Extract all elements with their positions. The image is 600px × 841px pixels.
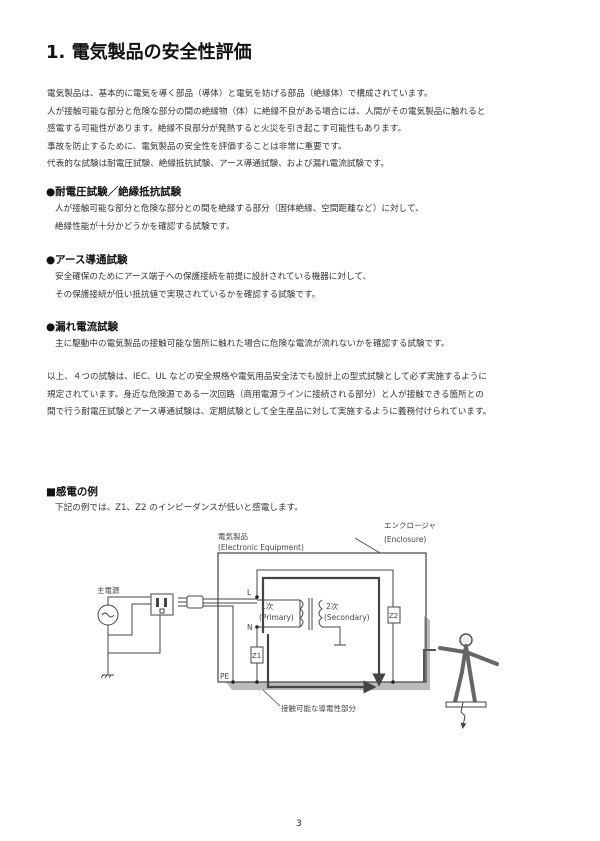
intro-paragraph: 電気製品は、基本的に電気を導く部品（導体）と電気を妨げる部品（絶縁体）で構成され… (47, 86, 485, 174)
body-line: 人が接触可能な部分と危険な部分との間を絶縁する部分（固体絶縁、空間距離など）に対… (55, 204, 424, 214)
example-heading: ■感電の例 (46, 486, 98, 498)
secondary-label: 2次 (326, 601, 339, 611)
summary-line: 間で行う耐電圧試験とアース導通試験は、定期試験として全生産品に対して実施するよう… (47, 407, 492, 417)
z1-label: Z1 (252, 652, 261, 660)
enclosure-label-en: (Enclosure) (384, 535, 426, 544)
equipment-label-en: (Electronic Equipment) (218, 543, 304, 552)
primary-label: 1次 (261, 601, 274, 611)
enclosure-box (217, 552, 427, 683)
intro-line: 事故を防止するために、電気製品の安全性を評価することは非常に重要です。 (47, 141, 347, 152)
accessible-part-label: 接触可能な導電性部分 (281, 703, 356, 713)
equipment-label: 電気製品 (218, 531, 248, 541)
intro-line: 人が接触可能な部分と危険な部分の間の絶縁物（体）に絶縁不良がある場合には、人間が… (47, 106, 486, 117)
intro-line: 電気製品は、基本的に電気を導く部品（導体）と電気を妨げる部品（絶縁体）で構成され… (47, 89, 433, 99)
current-path-arrow (266, 634, 377, 694)
intro-line: 感電する可能性があります。絶縁不良部分が発熱すると火災を引き起こす可能性もありま… (47, 124, 407, 134)
intro-line: 代表的な試験は耐電圧試験、絶縁抵抗試験、アース導通試験、および漏れ電流試験です。 (47, 159, 389, 169)
section-heading: ●耐電圧試験／絶縁抵抗試験 (46, 186, 182, 198)
section-heading: ●漏れ電流試験 (46, 321, 119, 333)
outlet-icon (150, 593, 174, 616)
z2-label: Z2 (389, 612, 398, 620)
page-title: 1. 電気製品の安全性評価 (46, 42, 252, 63)
section-heading: ●アース導通試験 (46, 254, 128, 266)
person-icon (438, 633, 499, 704)
section-body: 人が接触可能な部分と危険な部分との間を絶縁する部分（固体絶縁、空間距離など）に対… (55, 201, 424, 236)
body-line: 主に駆動中の電気製品の接触可能な箇所に触れた場合に危険な電流が流れないかを確認す… (55, 339, 450, 349)
enclosure-label: エンクロージャ (384, 521, 436, 530)
mains-label: 主電源 (97, 585, 120, 595)
summary-paragraph: 以上、４つの試験は、IEC、UL などの安全規格や電気用品安全法でも設計上の型式… (47, 369, 491, 422)
example-text: 下記の例では、Z1、Z2 のインピーダンスが低いと感電します。 (55, 503, 303, 513)
summary-line: 以上、４つの試験は、IEC、UL などの安全規格や電気用品安全法でも設計上の型式… (47, 372, 488, 382)
body-line: 安全確保のためにアース端子への保護接続を前提に設計されている機器に対して、 (55, 272, 372, 282)
n-label: N (247, 623, 253, 632)
page-number: 3 (296, 819, 302, 829)
current-path-arrow (261, 576, 386, 687)
pe-label: PE (220, 672, 230, 681)
transformer-icon (299, 599, 304, 628)
section-body: 主に駆動中の電気製品の接触可能な箇所に触れた場合に危険な電流が流れないかを確認す… (55, 336, 449, 354)
body-line: 絶縁性能が十分かどうかを確認する試験です。 (55, 221, 235, 232)
l-label: L (247, 588, 252, 597)
plug-icon (186, 595, 204, 609)
section-body: 安全確保のためにアース端子への保護接続を前提に設計されている機器に対して、 その… (55, 269, 371, 304)
body-line: その保護接続が低い抵抗値で実現されているかを確認する試験です。 (55, 289, 321, 300)
summary-line: 規定されています。身近な危険源である一次回路（商用電源ラインに接続される部分）と… (47, 389, 484, 400)
z1-box (250, 646, 264, 664)
primary-label-en: (Primary) (259, 613, 294, 622)
z2-box (387, 606, 401, 624)
secondary-label-en: (Secondary) (324, 613, 370, 622)
